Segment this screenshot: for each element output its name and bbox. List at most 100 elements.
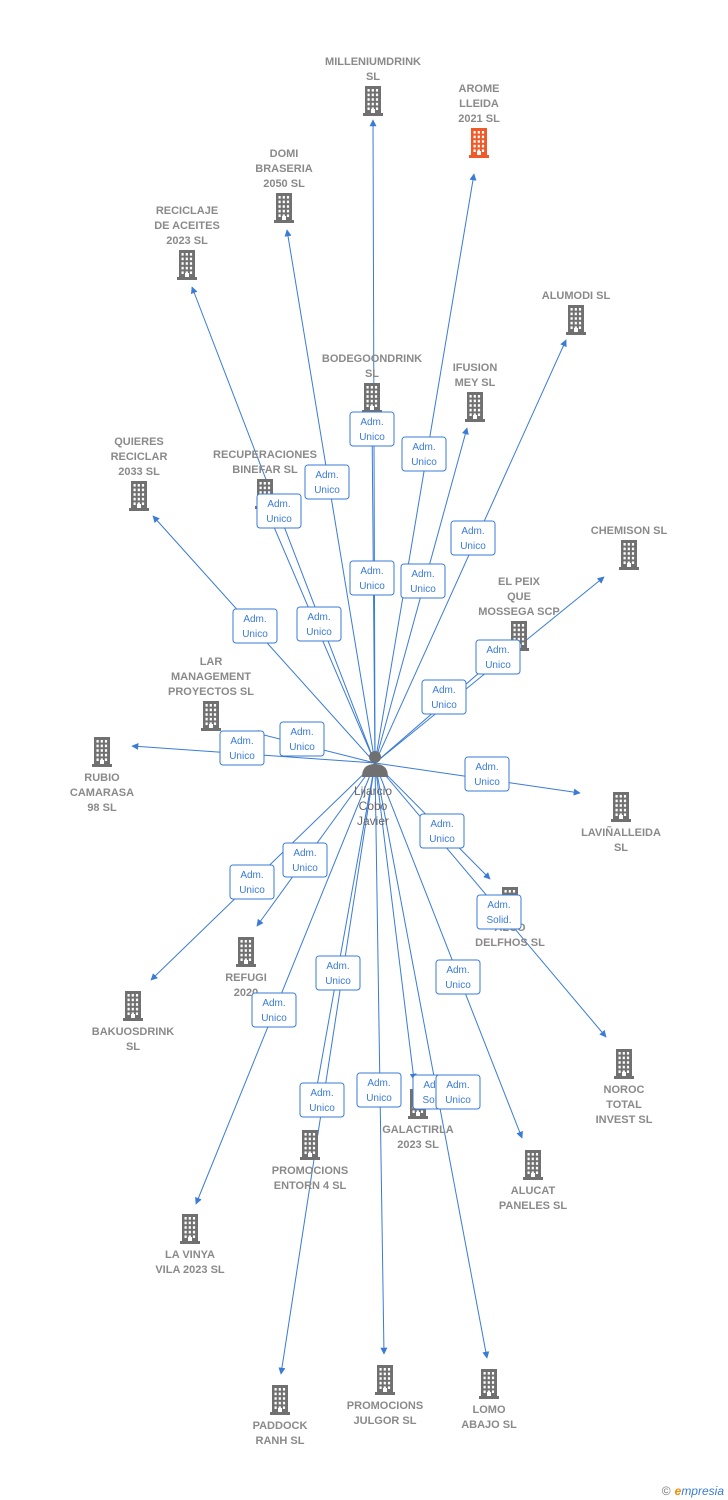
relation-badge-rubio-camarasa[interactable]: Adm.Unico [219,730,265,766]
relation-label-line: Unico [411,457,437,468]
relation-label-line: Unico [359,581,385,592]
company-label-line: ALUMODI SL [542,290,611,302]
company-label-line: 2033 SL [118,466,160,478]
relation-label-line: Adm. [310,1088,333,1099]
company-label-line: RANH SL [256,1435,305,1447]
building-icon [363,86,383,116]
building-icon [375,1365,395,1395]
relation-label-line: Adm. [432,685,455,696]
building-icon [270,1385,290,1415]
building-icon [300,1130,320,1160]
building-icon [523,1150,543,1180]
relation-label-line: Adm. [360,566,383,577]
relation-labels-layer: Adm.UnicoAdm.UnicoAdm.UnicoAdm.UnicoAdm.… [219,411,522,1118]
company-label-line: QUIERES [114,436,164,448]
relation-label-line: Unico [242,629,268,640]
company-label-line: MEY SL [455,377,496,389]
relation-badge-alucat-paneles[interactable]: Adm.Unico [435,959,481,995]
company-node-la-vinya[interactable]: LA VINYA VILA 2023 SL [155,1214,225,1276]
company-label-line: INVEST SL [596,1114,653,1126]
person-name-line: Cobo [359,799,388,813]
edge-galactirla [374,762,417,1081]
relation-badge-arome-lleida[interactable]: Adm.Unico [401,436,447,472]
relation-label-line: Adm. [290,727,313,738]
relation-badge-paddock-ranh[interactable]: Adm.Unico [315,955,361,991]
relation-label-line: Unico [261,1013,287,1024]
building-icon [479,1369,499,1399]
relation-label-line: Adm. [315,470,338,481]
relation-label-line: Adm. [423,1080,446,1091]
relation-badge-promocions-entorn[interactable]: Adm.Unico [299,1082,345,1118]
edge-promocions-entorn [311,762,376,1104]
edge-paddock-ranh [278,762,376,1375]
company-label-line: AROME [459,83,500,95]
company-node-milleniumdrink[interactable]: MILLENIUMDRINK SL [325,56,421,116]
company-label-line: LA VINYA [165,1249,215,1261]
company-label-line: DELFHOS SL [475,937,545,949]
relation-badge-lomo-abajo[interactable]: Adm.Unico [435,1074,481,1110]
company-label-line: SL [126,1041,140,1053]
person-name-line: Lijarcio [354,784,392,798]
company-label-line: TOTAL [606,1099,642,1111]
relation-label-line: Adm. [243,614,266,625]
relation-badge-lavinalleida[interactable]: Adm.Unico [464,756,510,792]
relation-badge-bodegoondrink[interactable]: Adm. Unico [349,560,395,596]
company-label-line: PROMOCIONS [347,1400,423,1412]
relation-badge-milleniumdrink[interactable]: Adm.Unico [349,411,395,447]
relation-badge-domi-braseria[interactable]: Adm.Unico [304,464,350,500]
relation-badge-lar-management[interactable]: Adm.Unico [279,721,325,757]
relation-label-line: Unico [474,777,500,788]
company-node-chemison[interactable]: CHEMISON SL [591,525,668,570]
brand-initial: e [674,1484,682,1498]
relation-badge-recuperaciones-binefar[interactable]: Adm.Unico [296,606,342,642]
relation-label-line: Unico [239,885,265,896]
company-label-line: MANAGEMENT [171,671,251,683]
relation-badge-promocions-julgor[interactable]: Adm. Unico [356,1072,402,1108]
relation-badge-noroc-total[interactable]: Adm.Solid. [476,894,522,930]
relation-badge-bakuosdrink[interactable]: Adm.Unico [229,864,275,900]
relation-badge-quieres-reciclar[interactable]: Adm. Unico [232,608,278,644]
person-name-line: Javier [357,814,389,828]
relation-label-line: Unico [410,584,436,595]
company-label-line: DOMI [270,148,299,160]
footer-brand[interactable]: ©empresia [662,1484,724,1498]
relation-badge-la-vinya[interactable]: Adm.Unico [251,992,297,1028]
company-label-line: VILA 2023 SL [155,1264,225,1276]
company-label-line: SL [366,71,380,83]
building-icon [236,937,256,967]
relation-badge-alco-delfhos[interactable]: Adm.Unico [419,813,465,849]
company-node-alumodi[interactable]: ALUMODI SL [542,290,611,335]
edge-alucat-paneles [374,762,523,1139]
relation-label-line: Adm. [367,1078,390,1089]
relation-label-line: Unico [306,627,332,638]
relation-label-line: Adm. [326,961,349,972]
relation-badge-ifusion-mey[interactable]: Adm.Unico [400,563,446,599]
relation-label-line: Unico [366,1093,392,1104]
relation-badge-reciclaje-aceites[interactable]: Adm.Unico [256,493,302,529]
relation-badge-refugi-2020[interactable]: Adm.Unico [282,842,328,878]
company-label-line: MILLENIUMDRINK [325,56,421,68]
relation-badge-chemison[interactable]: Adm.Unico [475,639,521,675]
relation-badge-el-peix[interactable]: Adm.Unico [421,679,467,715]
person-icon [362,751,388,777]
relation-label-line: Adm. [430,819,453,830]
relation-badge-alumodi[interactable]: Adm.Unico [450,520,496,556]
